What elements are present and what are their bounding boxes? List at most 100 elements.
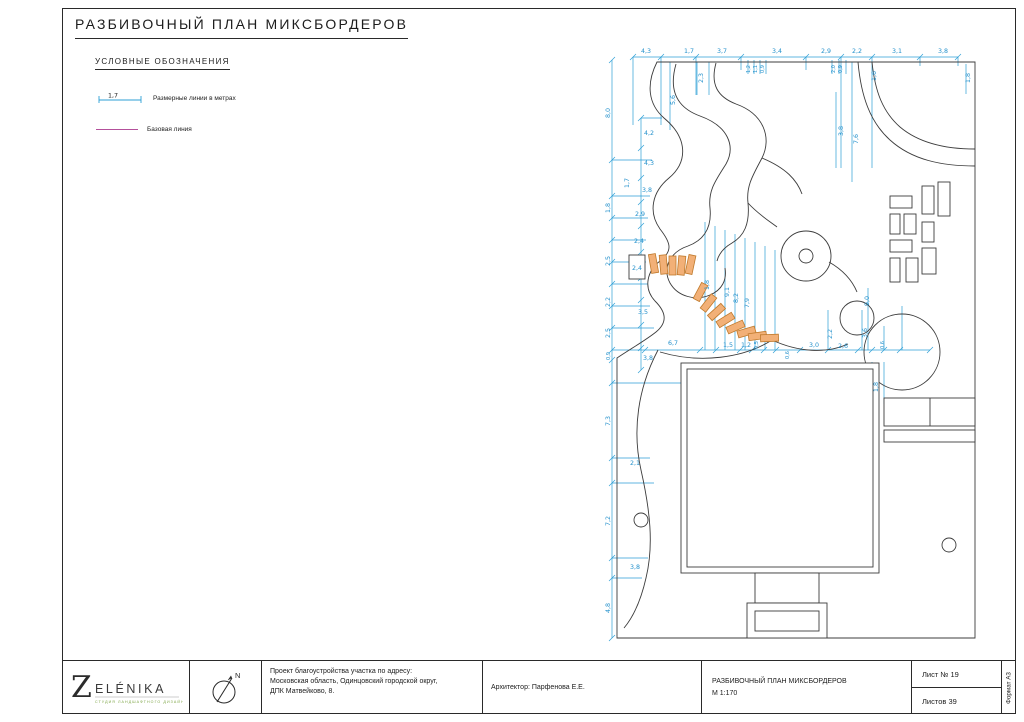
dimension-label: 2,1 [630,460,640,467]
dimension-label: 0,9 [606,352,612,360]
dimension-label: 4,3 [641,48,651,55]
dimension-label: 0,6 [785,351,791,359]
dimension-label: 3,7 [717,48,727,55]
format-label: Формат А3 [1005,671,1013,704]
dimension-label: 3,8 [838,126,845,136]
sheet-number: Лист № 19 [912,661,1001,688]
dimension-label: 9,1 [724,287,731,297]
dimension-label: 2,9 [635,211,645,218]
mixborder-block [759,333,780,343]
legend-item-dimension-lines: 1,7 Размерные линии в метрах [96,90,236,106]
north-arrow-cell: N [190,661,262,714]
dimension-label: 3,5 [638,309,648,316]
company-logo: Z ELÉNIKA СТУДИЯ ЛАНДШАФТНОГО ДИЗАЙНА [62,661,190,714]
dimension-label: 2,4 [632,265,642,272]
mixborder-block [725,319,746,335]
legend-item-label: Базовая линия [147,126,192,133]
dimension-label: 3,6 [862,328,869,338]
mixborder-block [676,255,687,276]
dimension-label: 4,2 [644,130,654,137]
architect-name: Архитектор: Парфенова Е.Е. [491,684,585,691]
dimension-label: 0,6 [880,341,886,349]
dimension-label: 3,8 [630,564,640,571]
dimension-label: 0,9 [760,65,766,73]
plan-outlines [616,61,976,639]
dimension-label: 2,9 [821,48,831,55]
dimension-label: 5,6 [670,95,677,105]
dimension-label: 2,2 [827,329,834,339]
dimension-line-sample-icon: 1,7 [98,93,142,103]
logo-text: ELÉNIKA [95,681,166,696]
dimension-label: 3,8 [938,48,948,55]
sheets-total: Листов 39 [922,696,957,706]
dimension-label: 4,8 [605,603,612,613]
dimension-label: 1,2 [741,342,751,349]
logo-initial: Z [71,670,92,705]
legend-item-label: Размерные линии в метрах [153,94,236,102]
dimension-label: 1,8 [605,203,612,213]
mixborder-blocks [647,253,780,343]
dimension-label: 1,8 [704,280,711,290]
mixborder-block [692,281,709,303]
dimension-label: 3,1 [892,48,902,55]
dimension-label: 1,8 [873,382,880,392]
dimension-label: 3,0 [809,342,819,349]
dimension-label: 2,5 [605,256,612,266]
dimension-label: 0,5 [754,341,760,349]
drawing-scale: М 1:170 [712,689,738,697]
dimension-label: 7,3 [605,416,612,426]
dimension-label: 1,8 [965,73,972,83]
dimension-label: 1,1 [753,65,759,73]
north-label: N [235,671,240,680]
architect-cell: Архитектор: Парфенова Е.Е. [483,661,702,714]
legend-item-base-line: Базовая линия [96,126,192,133]
dimension-label: 7,9 [744,298,751,308]
north-arrow-icon: N [212,671,240,703]
dimension-label: 2,6 [838,343,848,350]
dimension-label: 1,2 [746,65,752,73]
mixborder-block [706,302,727,322]
sheet-number-cell: Лист № 19 Листов 39 [912,661,1002,714]
mixborder-block [647,253,660,274]
legend-title: УСЛОВНЫЕ ОБОЗНАЧЕНИЯ [95,57,230,70]
dimension-label: 1,7 [684,48,694,55]
dimension-label: 7,2 [605,516,612,526]
dimension-label: 2,2 [605,297,612,307]
dimension-label: 3,8 [642,187,652,194]
mixborder-block [699,293,718,313]
sheet-border-frame [62,8,1016,714]
project-line: Московская область, Одинцовский городско… [270,678,438,686]
dimension-label: 2,5 [605,328,612,338]
project-line: Проект благоустройства участка по адресу… [270,668,413,675]
mixborder-block [668,255,677,276]
mixborder-block [736,325,757,339]
drawing-title: РАЗБИВОЧНЫЙ ПЛАН МИКСБОРДЕРОВ [712,678,847,686]
drawing-title-cell: РАЗБИВОЧНЫЙ ПЛАН МИКСБОРДЕРОВ М 1:170 [702,661,912,714]
dimension-label: 3,4 [772,48,782,55]
dimension-label: 6,7 [668,340,678,347]
dimension-label: 2,4 [634,238,644,245]
dimension-guides [608,53,967,642]
dimension-label: 8,0 [605,108,612,118]
logo-tagline: СТУДИЯ ЛАНДШАФТНОГО ДИЗАЙНА [95,700,183,704]
page-title: РАЗБИВОЧНЫЙ ПЛАН МИКСБОРДЕРОВ [75,16,409,39]
zelenika-logo-icon: Z ELÉNIKA СТУДИЯ ЛАНДШАФТНОГО ДИЗАЙНА [71,670,183,705]
dimension-label: 0,9 [838,65,844,73]
project-line: ДПК Матвейково, 8. [270,688,335,696]
dimension-label: 1,5 [723,342,733,349]
title-block: Z ELÉNIKA СТУДИЯ ЛАНДШАФТНОГО ДИЗАЙНА N … [62,660,1016,714]
dimension-label: 3,8 [643,355,653,362]
mixborder-block [715,311,736,329]
dimension-label: 7,6 [853,134,860,144]
dimension-label: 2,0 [831,65,837,73]
format-cell: Формат А3 [1002,661,1016,714]
base-line-sample-icon [96,129,138,130]
dimension-sample-value: 1,7 [108,93,118,100]
dimension-label: 9,0 [864,296,871,306]
dimension-label: 1,7 [624,178,631,188]
dimension-label: 2,3 [698,73,705,83]
dimension-label: 4,3 [644,160,654,167]
